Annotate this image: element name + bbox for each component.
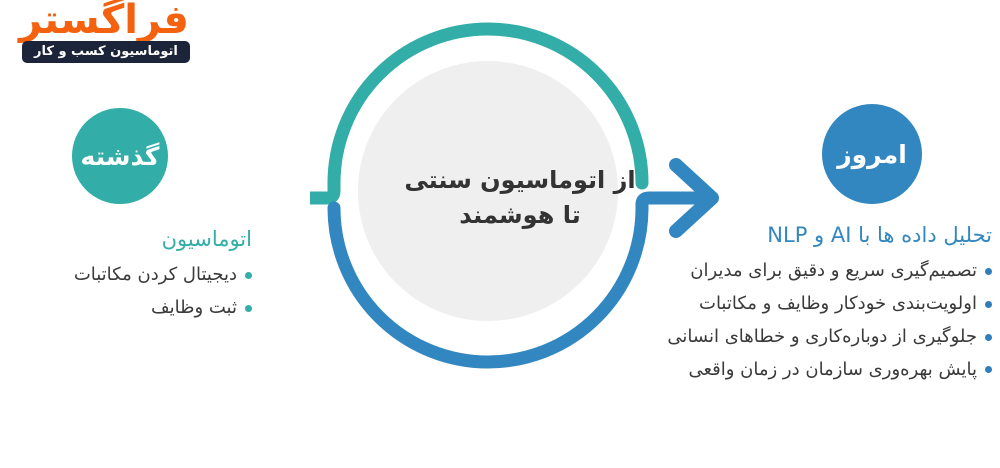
list-item: دیجیتال کردن مکاتبات [0, 261, 252, 289]
today-list: تصمیم‌گیری سریع و دقیق برای مدیران اولوی… [630, 257, 992, 384]
bullet-dot-icon [985, 300, 992, 308]
badge-past: گذشته [72, 108, 168, 204]
list-item-label: اولویت‌بندی خودکار وظایف و مکاتبات [699, 293, 977, 315]
today-arc [327, 201, 649, 369]
past-heading: اتوماسیون [161, 227, 252, 251]
list-item: جلوگیری از دوباره‌کاری و خطاهای انسانی [630, 323, 992, 351]
bullet-dot-icon [985, 333, 992, 341]
list-item-label: پایش بهره‌وری سازمان در زمان واقعی [688, 358, 977, 380]
past-arc [327, 22, 649, 190]
inner-disc [358, 61, 618, 321]
list-item-label: دیجیتال کردن مکاتبات [73, 264, 237, 286]
arrow-right-icon [669, 158, 719, 238]
list-item: تصمیم‌گیری سریع و دقیق برای مدیران [630, 257, 992, 285]
brand-tagline-banner: اتوماسیون کسب و کار [22, 41, 190, 63]
list-item: پایش بهره‌وری سازمان در زمان واقعی [630, 356, 992, 384]
today-column: تحلیل داده ها با AI و NLP تصمیم‌گیری سری… [630, 222, 992, 389]
brand-wordmark: فراگستر [19, 0, 190, 43]
today-arc-head [635, 191, 715, 215]
past-list: دیجیتال کردن مکاتبات ثبت وظایف [0, 261, 252, 322]
bullet-dot-icon [245, 271, 252, 279]
list-item-label: تصمیم‌گیری سریع و دقیق برای مدیران [690, 260, 977, 282]
list-item-label: ثبت وظایف [151, 297, 237, 319]
today-heading: تحلیل داده ها با AI و NLP [767, 223, 992, 247]
bullet-dot-icon [985, 267, 992, 275]
list-item-label: جلوگیری از دوباره‌کاری و خطاهای انسانی [667, 326, 977, 348]
cycle-svg [310, 22, 719, 369]
bullet-dot-icon [245, 304, 252, 312]
past-arc-tail [310, 176, 341, 205]
list-item: اولویت‌بندی خودکار وظایف و مکاتبات [630, 290, 992, 318]
badge-today: امروز [822, 104, 922, 204]
brand-logo: فراگستر اتوماسیون کسب و کار [14, 0, 284, 68]
bullet-dot-icon [985, 366, 992, 374]
past-column: اتوماسیون دیجیتال کردن مکاتبات ثبت وظایف [0, 226, 252, 327]
list-item: ثبت وظایف [0, 294, 252, 322]
